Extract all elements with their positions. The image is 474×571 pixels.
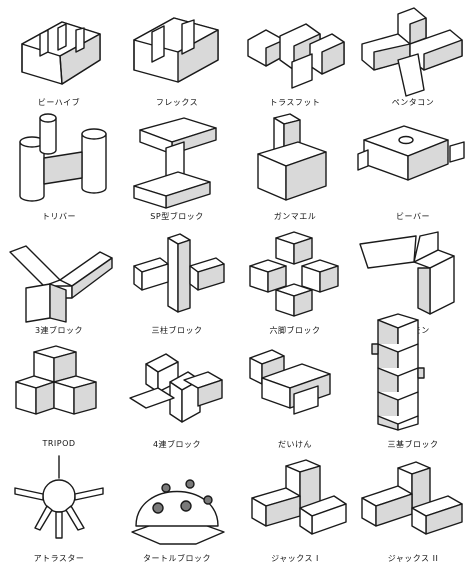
four-leg-block-cell: 4連ブロック [118, 342, 236, 456]
three-pillar-block-drawing [133, 233, 225, 313]
sp-type-block-drawing [133, 117, 217, 209]
caption: SP型ブロック [150, 212, 204, 221]
flex-block-drawing [133, 17, 219, 83]
caption: アトラスター [33, 554, 85, 563]
caption: 六脚ブロック [269, 326, 321, 335]
beaver-block-drawing [357, 125, 465, 181]
three-leg-block-drawing [9, 245, 113, 323]
trussfoot-block-cell: トラスフット [236, 0, 354, 114]
three-pillar-block-cell: 三柱ブロック [118, 228, 236, 342]
akmon-block-cell: アクモン [354, 228, 472, 342]
caption: タートルブロック [143, 554, 211, 563]
tripod-block-cell: TRIPOD [0, 342, 118, 456]
hexapod-block-cell: 六脚ブロック [236, 228, 354, 342]
caption: 三柱ブロック [151, 326, 203, 335]
tribar-block-cell: トリバー [0, 113, 118, 228]
pentacon-block-cell: ペンタコン [354, 0, 472, 114]
caption: ジャックス I [271, 554, 319, 563]
caption: ペンタコン [391, 98, 435, 107]
caption: だいけん [278, 440, 312, 449]
caption: ビーバー [396, 212, 430, 221]
three-tier-block-cell: 三基ブロック [354, 313, 472, 456]
gamma-el-block-cell: ガンマエル [236, 113, 354, 228]
caption: ジャックス II [387, 554, 439, 563]
caption: フレックス [155, 98, 199, 107]
beaver-block-cell: ビーバー [354, 114, 472, 228]
tribar-block-drawing [19, 113, 107, 202]
daiken-block-cell: だいけん [236, 342, 354, 456]
jacks-one-block-drawing [251, 459, 347, 535]
sp-type-block-cell: SP型ブロック [118, 114, 236, 228]
caption: TRIPOD [42, 439, 76, 448]
caption: 4連ブロック [152, 440, 202, 449]
jacks-one-block-cell: ジャックス I [236, 456, 354, 570]
jacks-two-block-cell: ジャックス II [354, 456, 472, 570]
atlaster-block-drawing [14, 455, 104, 539]
pentacon-block-drawing [361, 7, 463, 97]
caption: 三基ブロック [387, 440, 439, 449]
hexapod-block-drawing [249, 231, 339, 317]
caption: トリバー [42, 212, 76, 221]
three-leg-block-cell: 3連ブロック [0, 228, 118, 342]
flex-block-cell: フレックス [118, 0, 236, 114]
caption: ガンマエル [273, 212, 317, 221]
turtle-block-drawing [131, 479, 225, 545]
caption: 3連ブロック [34, 326, 84, 335]
tripod-block-drawing [15, 345, 97, 415]
akmon-block-drawing [359, 231, 455, 315]
atlaster-block-cell: アトラスター [0, 455, 118, 570]
four-leg-block-drawing [129, 353, 223, 423]
beehive-block-drawing [21, 21, 101, 85]
turtle-block-cell: タートルブロック [118, 456, 236, 570]
jacks-two-block-drawing [361, 461, 463, 535]
caption: トラスフット [269, 98, 321, 107]
trussfoot-block-drawing [247, 23, 345, 89]
gamma-el-block-drawing [257, 113, 327, 201]
daiken-block-drawing [249, 349, 331, 415]
three-tier-block-drawing [371, 313, 425, 431]
beehive-block-cell: ビーハイブ [0, 0, 118, 114]
caption: ビーハイブ [37, 98, 81, 107]
